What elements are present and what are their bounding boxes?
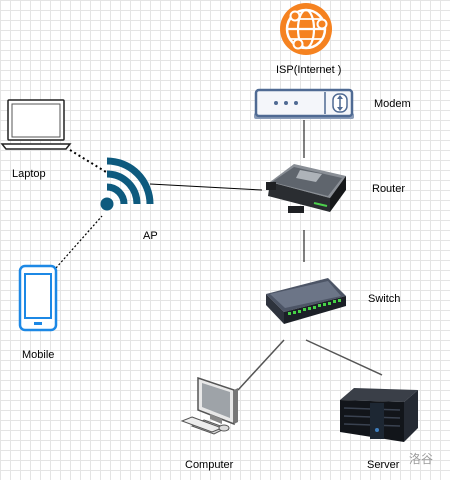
connection-laptop-ap (69, 149, 107, 173)
connection-mobile-ap (55, 215, 103, 269)
computer-label: Computer (185, 459, 234, 471)
laptop-label: Laptop (12, 168, 46, 180)
isp-label: ISP(Internet ) (276, 64, 342, 76)
watermark: 洛谷 (409, 452, 434, 466)
modem-icon (254, 88, 354, 119)
server-icon (340, 388, 418, 442)
connection-ap-router (149, 183, 263, 191)
server-label: Server (367, 459, 400, 471)
mobile-label: Mobile (22, 349, 55, 361)
globe-network-icon (280, 3, 332, 55)
laptop-icon (0, 99, 72, 150)
ap-label: AP (143, 230, 158, 242)
network-switch-icon (266, 278, 346, 324)
mobile-phone-icon (18, 264, 58, 332)
modem-label: Modem (374, 98, 411, 110)
wifi-icon (100, 157, 154, 211)
connection-switch-computer (237, 339, 285, 391)
router-icon (266, 164, 346, 213)
switch-label: Switch (368, 293, 401, 305)
connection-switch-server (305, 339, 383, 376)
desktop-computer-icon (180, 376, 238, 435)
router-label: Router (372, 183, 406, 195)
